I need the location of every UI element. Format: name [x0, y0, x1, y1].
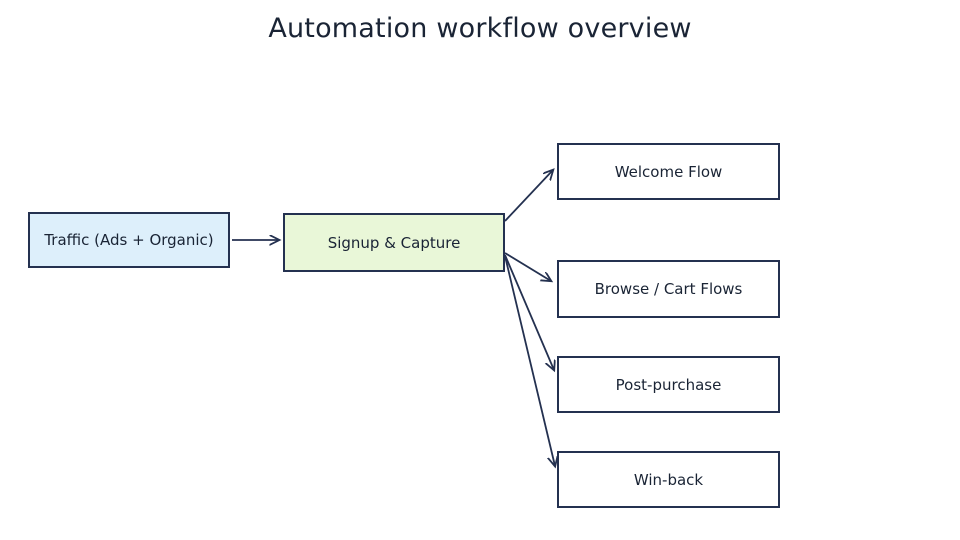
node-win-back: Win-back	[557, 451, 780, 508]
diagram-title: Automation workflow overview	[268, 13, 692, 44]
node-traffic-label: Traffic (Ads + Organic)	[44, 231, 214, 249]
edge-signup-welcome	[504, 170, 553, 222]
node-welcome-flow-label: Welcome Flow	[614, 162, 723, 181]
node-browse-cart-flows: Browse / Cart Flows	[557, 260, 780, 318]
node-traffic: Traffic (Ads + Organic)	[28, 212, 230, 268]
node-browse-cart-flows-label: Browse / Cart Flows	[594, 280, 743, 298]
node-win-back-label: Win-back	[633, 470, 704, 489]
edge-signup-browse	[504, 252, 551, 281]
node-post-purchase: Post-purchase	[557, 356, 780, 413]
node-signup-label: Signup & Capture	[327, 233, 461, 252]
edge-signup-winback	[504, 255, 555, 466]
node-welcome-flow: Welcome Flow	[557, 143, 780, 200]
node-signup: Signup & Capture	[283, 213, 505, 272]
edge-signup-postpurchase	[504, 254, 554, 370]
node-post-purchase-label: Post-purchase	[615, 375, 722, 394]
